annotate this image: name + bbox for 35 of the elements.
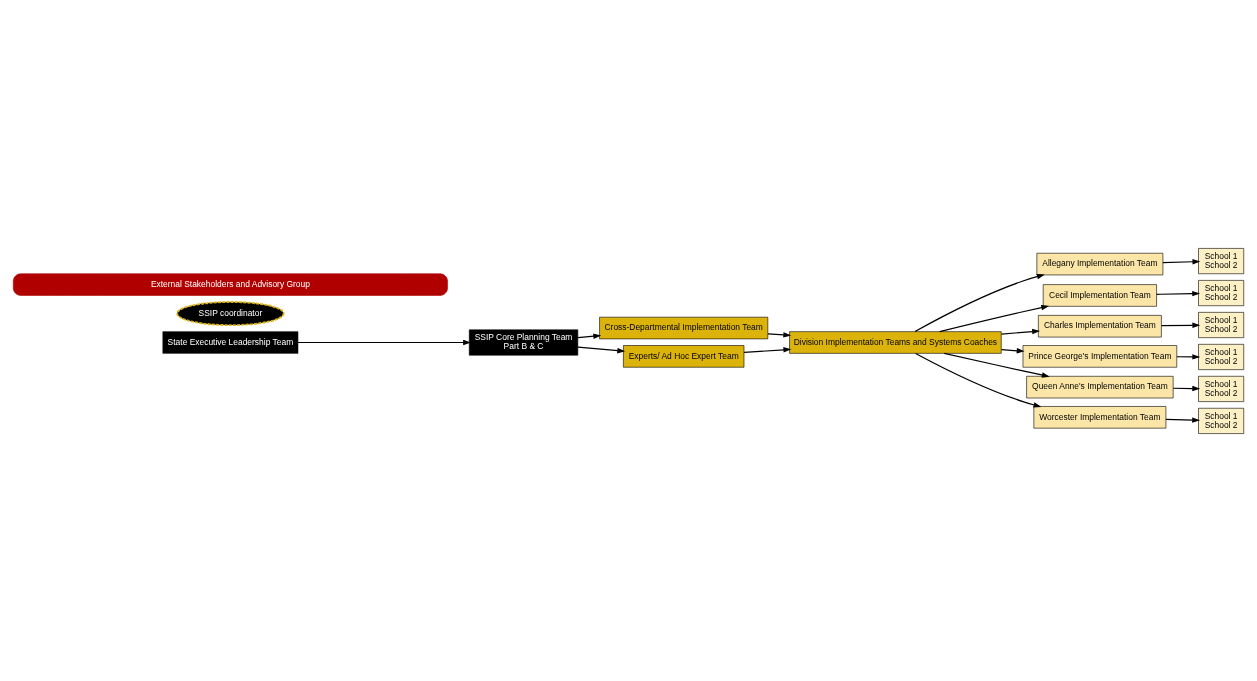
- node-box: External Stakeholders and Advisory Group: [12, 272, 448, 296]
- arrow: [1172, 385, 1201, 391]
- arrow: [939, 304, 1050, 332]
- node-box: Charles Implementation Team: [1038, 314, 1162, 337]
- arrow: [743, 346, 792, 353]
- node-ellipse: SSIP coordinator: [176, 300, 285, 326]
- arrow: [297, 339, 472, 345]
- node-box: Cross-Departmental Implementation Team: [599, 316, 769, 339]
- arrow: [915, 352, 1042, 408]
- node-box: Allegany Implementation Team: [1036, 252, 1164, 275]
- node-box: SSIP Core Planning Team Part B & C: [468, 329, 579, 355]
- arrow: [577, 332, 602, 339]
- arrow: [577, 346, 626, 353]
- node-box: Prince George's Implementation Team: [1022, 344, 1178, 368]
- arrow: [1165, 416, 1201, 423]
- arrow: [943, 352, 1050, 378]
- node-box: School 1 School 2: [1198, 407, 1245, 434]
- node-box: State Executive Leadership Team: [162, 330, 299, 354]
- arrow: [767, 331, 792, 338]
- node-box: Worcester Implementation Team: [1033, 405, 1167, 428]
- node-box: School 1 School 2: [1198, 247, 1245, 274]
- arrow: [1156, 290, 1201, 296]
- arrow: [914, 273, 1045, 332]
- arrow: [1160, 322, 1201, 328]
- node-box: School 1 School 2: [1198, 311, 1245, 338]
- node-box: Division Implementation Teams and Systems Coaches: [789, 330, 1002, 354]
- node-box: School 1 School 2: [1198, 375, 1245, 402]
- node-box: Queen Anne's Implementation Team: [1026, 375, 1174, 398]
- node-box: School 1 School 2: [1198, 279, 1245, 306]
- arrow: [1000, 328, 1041, 335]
- arrow: [1162, 258, 1201, 265]
- arrow: [1000, 347, 1025, 353]
- node-box: Cecil Implementation Team: [1042, 283, 1157, 307]
- node-box: Experts/ Ad Hoc Expert Team: [623, 344, 745, 368]
- node-box: School 1 School 2: [1198, 343, 1245, 370]
